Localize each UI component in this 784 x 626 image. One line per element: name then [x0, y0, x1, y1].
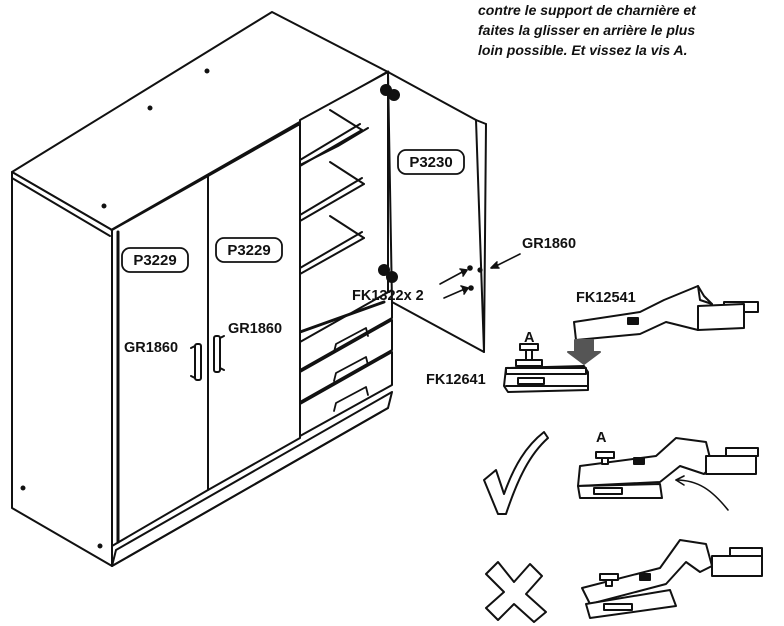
hinge-detail-incorrect	[581, 539, 763, 619]
left-door	[111, 175, 209, 547]
part-label-left-door: P3229	[133, 252, 176, 269]
handle-label-middle: GR1860	[228, 321, 282, 337]
handle-label-door: GR1860	[522, 236, 576, 252]
leader-arrows	[439, 253, 521, 299]
screw-a-label: A	[596, 430, 607, 446]
instruction-text: contre le support de charnière et faites…	[478, 0, 778, 60]
check-mark-icon	[483, 431, 549, 515]
part-box-left-door	[121, 247, 189, 273]
instruction-line: loin possible. Et vissez la vis A.	[478, 42, 688, 58]
part-box-right-door	[397, 149, 465, 175]
middle-door	[207, 123, 301, 491]
part-label-middle-door: P3229	[227, 242, 270, 259]
part-box-middle-door	[215, 237, 283, 263]
instruction-line: faites la glisser en arrière le plus	[478, 22, 696, 38]
wardrobe-carcass	[11, 11, 393, 567]
screw-a-label: A	[524, 330, 535, 346]
screw-label: FK1322x 2	[352, 288, 424, 304]
hinge-arm-label: FK12541	[576, 290, 636, 306]
hinge-detail-correct	[577, 437, 759, 511]
instruction-line: contre le support de charnière et	[478, 2, 696, 18]
part-label-right-door: P3230	[409, 154, 452, 171]
hinge-plate-label: FK12641	[426, 372, 486, 388]
handle-label-left: GR1860	[124, 340, 178, 356]
cross-mark-icon	[485, 561, 547, 623]
hinge-detail-unmounted	[503, 285, 759, 393]
open-right-door	[378, 71, 487, 353]
